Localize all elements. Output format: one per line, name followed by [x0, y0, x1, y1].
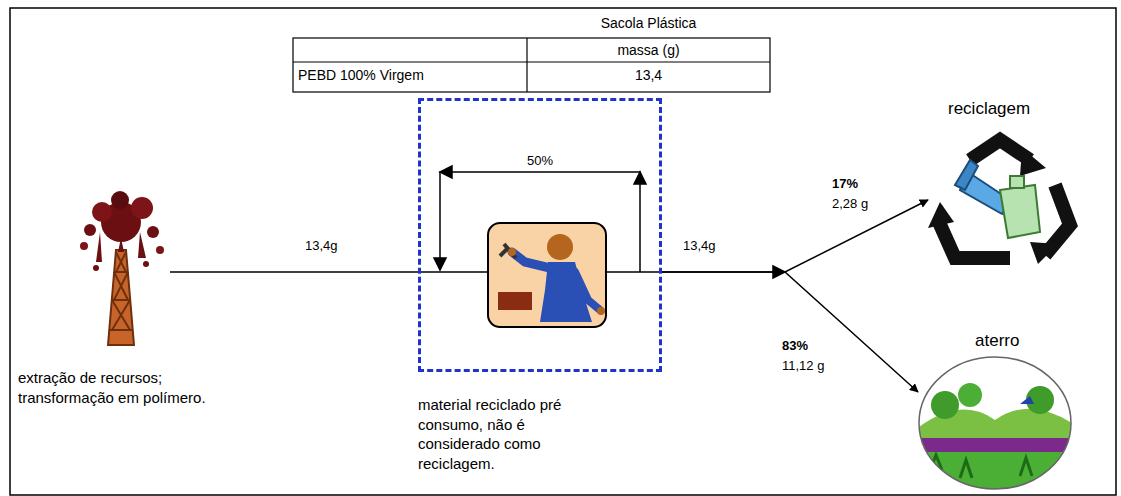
- oil-well-icon: [93, 265, 99, 271]
- flow-arrow: [170, 271, 418, 273]
- mass-label: 11,12 g: [782, 358, 852, 374]
- worker-icon: [575, 272, 600, 310]
- worker-icon: [498, 292, 532, 310]
- outer-frame: [10, 8, 1116, 495]
- worker-icon: [512, 252, 550, 268]
- data-table: [293, 38, 770, 92]
- table-cell: PEBD 100% Virgem: [298, 67, 523, 84]
- recycling-node: reciclagem: [928, 138, 1078, 263]
- recycle-icon: [1000, 185, 1040, 238]
- landfill-icon: [915, 355, 1075, 495]
- landfill-icon: [930, 455, 1032, 478]
- oil-well-icon: [84, 224, 96, 236]
- node-caption: material reciclado pré consumo, não é co…: [418, 395, 588, 473]
- worker-icon: [597, 307, 605, 315]
- oil-well-icon: [92, 202, 112, 222]
- process-box: material reciclado pré consumo, não é co…: [418, 98, 662, 372]
- source-node: extração de recursos; transformação em p…: [70, 190, 170, 350]
- landfill-icon: [915, 355, 1075, 495]
- recycle-icon: [928, 202, 954, 228]
- oil-well-icon: [80, 242, 88, 250]
- landfill-icon: [1020, 396, 1034, 404]
- recycle-icon: [1010, 176, 1024, 188]
- node-caption: reciclagem: [948, 98, 1088, 120]
- landfill-icon: [915, 438, 1075, 452]
- landfill-node: aterro: [918, 357, 1073, 490]
- recycle-icon: [970, 140, 1030, 160]
- landfill-icon: [915, 355, 1075, 495]
- edge-label: 13,4g: [305, 238, 338, 254]
- recycle-icon: [938, 220, 1010, 258]
- mass-label: 2,28 g: [832, 196, 902, 212]
- oil-well-icon: [111, 191, 129, 209]
- node-caption: extração de recursos; transformação em p…: [18, 368, 233, 407]
- landfill-icon: [958, 383, 982, 407]
- loop-percentage: 50%: [520, 153, 560, 169]
- oil-well-icon: [108, 250, 134, 345]
- table-cell: massa (g): [527, 42, 770, 59]
- worker-icon: [547, 234, 573, 260]
- flow-arrow: [662, 272, 918, 392]
- oil-well-icon: [110, 252, 132, 330]
- mass-label: 13,4g: [683, 238, 743, 254]
- oil-well-icon: [131, 197, 153, 219]
- landfill-icon: [931, 391, 959, 419]
- table-heading: Sacola Plástica: [527, 15, 770, 32]
- oil-well-icon: [147, 226, 159, 238]
- worker-icon: [508, 248, 516, 256]
- table-cell: 13,4: [527, 67, 770, 84]
- recycle-icon: [1020, 148, 1046, 176]
- node-caption: aterro: [975, 330, 1065, 352]
- landfill-icon: [919, 357, 1071, 489]
- edge-label: 17%: [832, 176, 858, 192]
- flow-line: [418, 271, 488, 273]
- flow-line: [606, 271, 662, 273]
- worker-icon: [500, 244, 516, 258]
- data-table: [293, 38, 770, 92]
- oil-well-icon: [143, 261, 149, 267]
- recycle-icon: [928, 140, 1070, 264]
- edge-label: 83%: [782, 338, 808, 354]
- worker-icon: [488, 223, 606, 327]
- oil-well-icon: [80, 191, 164, 345]
- data-table: [293, 61, 770, 62]
- flow-arrow: [662, 200, 928, 272]
- recycle-icon: [1030, 242, 1058, 264]
- landfill-icon: [915, 452, 1075, 492]
- oil-well-icon: [156, 246, 164, 254]
- recycle-icon: [955, 160, 978, 190]
- data-table: [526, 38, 527, 92]
- worker-icon: [488, 223, 606, 327]
- oil-well-icon: [96, 232, 146, 262]
